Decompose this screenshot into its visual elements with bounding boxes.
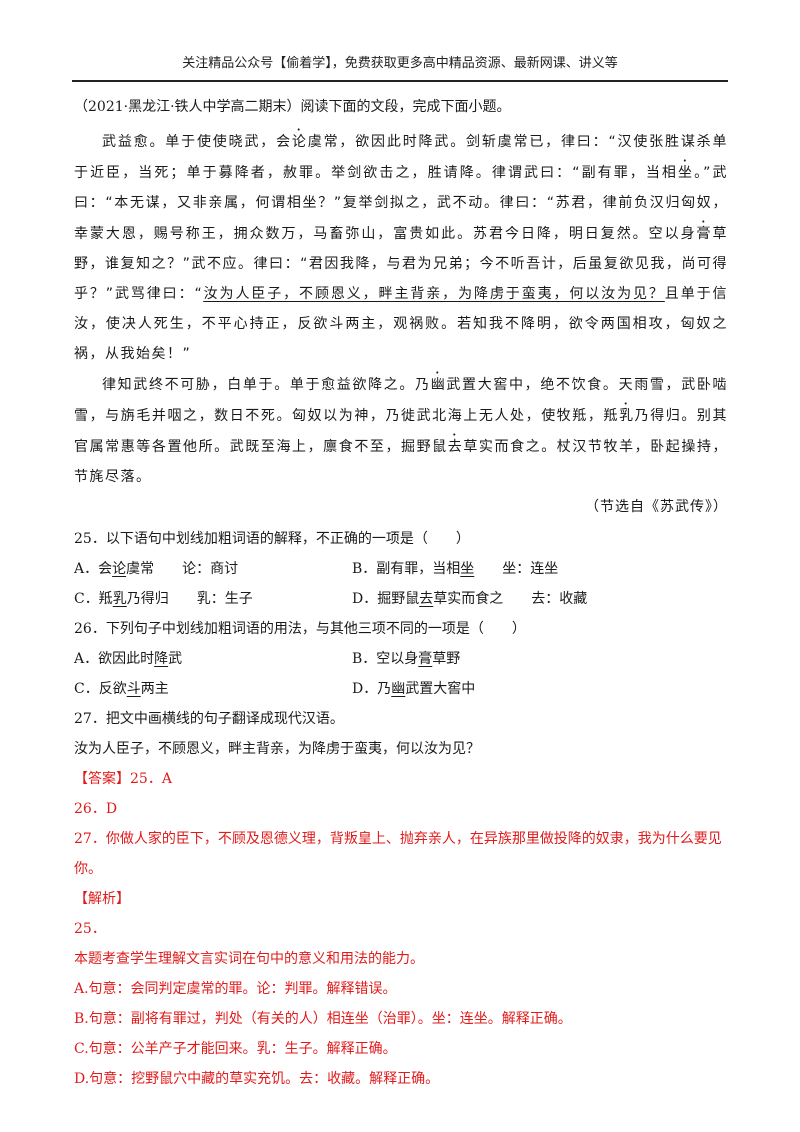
- option-a: A．欲因此时降武: [74, 651, 183, 667]
- analysis-line: A.句意：会同判定虞常的罪。论：判罪。解释错误。: [74, 981, 397, 997]
- option-b: B．空以身膏草野: [352, 651, 461, 667]
- answer-26: 26．D: [74, 801, 118, 817]
- text-run: 草野，谁复知之？”武不应。律曰：“君因我降，与君为兄弟；今不听吾计，后虽复欲见我…: [74, 226, 729, 302]
- analysis-line: D.句意：挖野鼠穴中藏的草实充饥。去：收藏。解释正确。: [74, 1071, 440, 1087]
- question-26-options: A．欲因此时降武 B．空以身膏草野 C．反欲斗两主 D．乃幽武置大窖中: [74, 644, 728, 704]
- key-word: 论: [112, 561, 127, 577]
- marked-word: 膏: [696, 226, 713, 242]
- option-c: C．反欲斗两主: [74, 681, 169, 697]
- text-run: 虞常，欲因此时降武。剑斩虞常已，律曰：“汉使张胜谋杀单于近臣，当死；单于募降者，…: [74, 134, 728, 181]
- marked-word: 幽: [430, 377, 447, 393]
- answer-label: 【答案】: [74, 771, 130, 787]
- key-word: 斗: [126, 681, 141, 697]
- answer-block: 【答案】25．A: [74, 764, 728, 794]
- key-word: 坐: [460, 561, 475, 577]
- text-run: 乃得归。别其官属常惠等各置他所。武既至海上，廪食不至，掘野鼠: [74, 408, 729, 455]
- answer-25: 25．A: [130, 771, 172, 787]
- document-body: （2021·黑龙江·铁人中学高二期末）阅读下面的文段，完成下面小题。 武益愈。单…: [74, 96, 728, 1094]
- analysis-line: 本题考查学生理解文言实词在句中的意义和用法的能力。: [74, 951, 424, 967]
- option-c: C．羝乳乃得归 乳：生子: [74, 591, 253, 607]
- question-25-options: A．会论虞常 论：商讨 B．副有罪，当相坐 坐：连坐 C．羝乳乃得归 乳：生子 …: [74, 554, 728, 614]
- header-divider: [72, 80, 728, 82]
- page-header: 关注精品公众号【偷着学】，免费获取更多高中精品资源、最新网课、讲义等: [182, 56, 618, 71]
- underlined-sentence: 汝为人臣子，不顾恩义，畔主背亲，为降虏于蛮夷，何以汝为见？: [203, 286, 665, 302]
- key-word: 去: [419, 591, 434, 607]
- question-26-stem: 26．下列句子中划线加粗词语的用法，与其他三项不同的一项是（ ）: [74, 621, 526, 637]
- analysis-line: B.句意：副将有罪过，判处（有关的人）相连坐（治罪）。坐：连坐。解释正确。: [74, 1011, 572, 1027]
- key-word: 乳: [112, 591, 127, 607]
- question-25-stem: 25．以下语句中划线加粗词语的解释，不正确的一项是（ ）: [74, 531, 470, 547]
- key-word: 幽: [391, 681, 406, 697]
- passage-paragraph-1: 武益愈。单于使使晓武，会论虞常，欲因此时降武。剑斩虞常已，律曰：“汉使张胜谋杀单…: [74, 126, 728, 369]
- text-run: 草实而食之。杖汉节牧羊，卧起操持，节旄尽落。: [74, 439, 729, 485]
- answer-27: 27．你做人家的臣下，不顾及恩德义理，背叛皇上、抛弃亲人，在异族那里做投降的奴隶…: [74, 831, 722, 877]
- option-d: D．乃幽武置大窖中: [352, 681, 476, 697]
- analysis-number: 25．: [74, 921, 106, 937]
- question-intro: （2021·黑龙江·铁人中学高二期末）阅读下面的文段，完成下面小题。: [74, 99, 511, 115]
- option-a: A．会论虞常 论：商讨: [74, 561, 239, 577]
- text-run: 律知武终不可胁，白单于。单于愈益欲降之。乃: [102, 377, 431, 393]
- option-d: D．掘野鼠去草实而食之 去：收藏: [352, 591, 588, 607]
- passage: 武益愈。单于使使晓武，会论虞常，欲因此时降武。剑斩虞常已，律曰：“汉使张胜谋杀单…: [74, 126, 728, 492]
- marked-word: 乳: [619, 408, 635, 424]
- text-run: 。”武曰：“本无谋，又非亲属，何谓相坐？”复举剑拟之，武不动。律曰：“苏君，律前…: [74, 165, 728, 242]
- marked-word: 坐: [678, 165, 695, 181]
- key-word: 降: [154, 651, 169, 667]
- text-run: 武益愈。单于使使晓武，会: [102, 134, 292, 150]
- option-b: B．副有罪，当相坐 坐：连坐: [352, 561, 559, 577]
- marked-word: 去: [447, 439, 464, 455]
- text-run: 武置大窖中，绝不饮食。天雨雪，武卧啮雪，与旃毛并咽之，数日不死。匈奴以为神，乃徙…: [74, 377, 729, 424]
- question-27-stem: 27．把文中画横线的句子翻译成现代汉语。: [74, 711, 344, 727]
- passage-source: （节选自《苏武传》）: [585, 499, 728, 515]
- analysis-line: C.句意：公羊产子才能回来。乳：生子。解释正确。: [74, 1041, 397, 1057]
- analysis-label: 【解析】: [74, 891, 130, 907]
- key-word: 膏: [418, 651, 433, 667]
- text-run: 且单于信汝，使决人死生，不平心持正，反欲斗两主，观祸败。若知我不降明，欲令两国相…: [74, 286, 729, 362]
- marked-word: 论: [291, 134, 308, 150]
- question-27-sentence: 汝为人臣子，不顾恩义，畔主背亲，为降虏于蛮夷，何以汝为见？: [74, 741, 480, 757]
- passage-paragraph-2: 律知武终不可胁，白单于。单于愈益欲降之。乃幽武置大窖中，绝不饮食。天雨雪，武卧啮…: [74, 369, 728, 492]
